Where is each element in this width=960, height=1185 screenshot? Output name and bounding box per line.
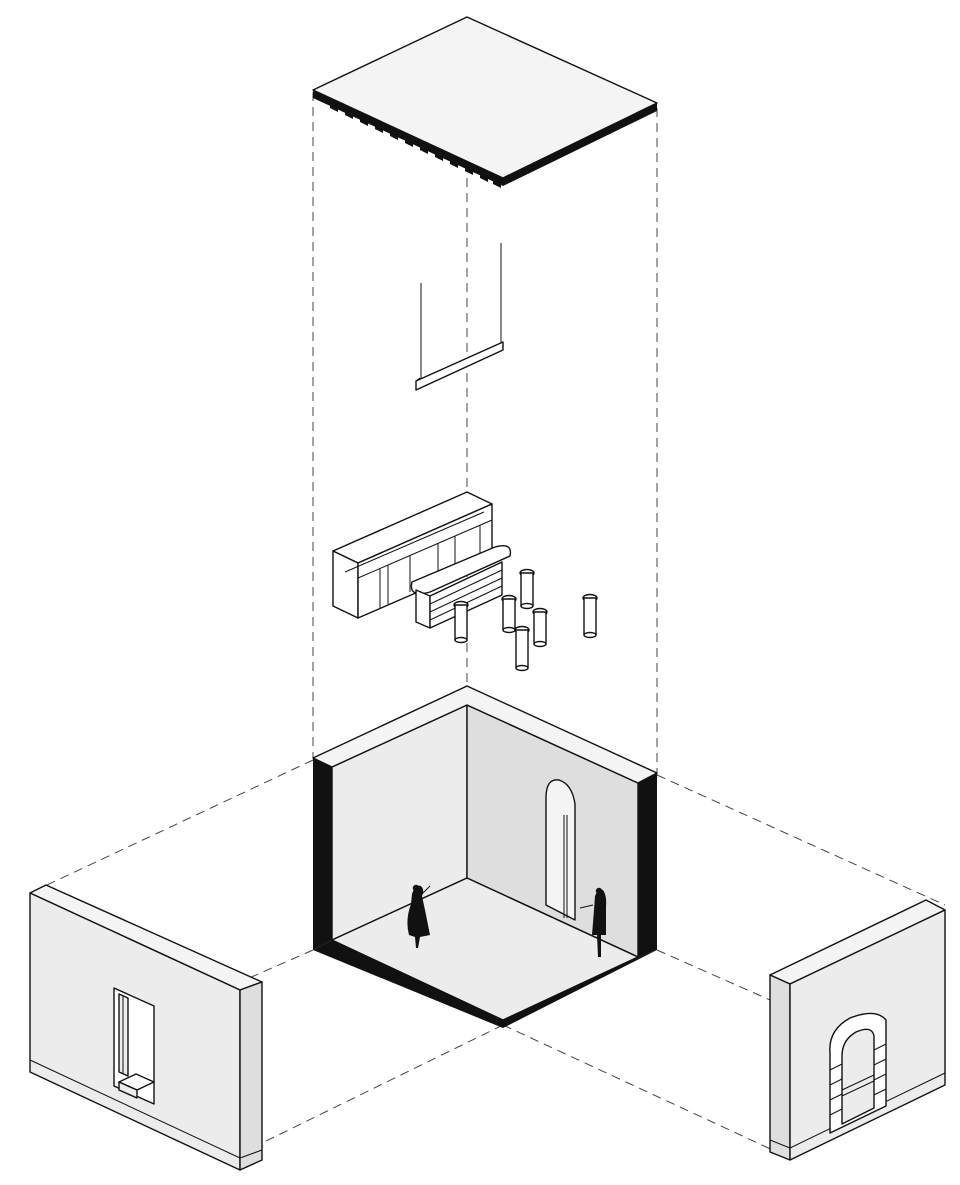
- pendant-light: [415, 243, 504, 391]
- arched-door: [545, 779, 576, 921]
- window: [113, 987, 155, 1105]
- stool: [453, 600, 469, 644]
- right-wall-with-door: [769, 899, 946, 1161]
- door-with-frame: [829, 1012, 887, 1134]
- person-figure: [579, 887, 607, 957]
- left-wall-with-window: [29, 884, 263, 1171]
- ceiling-beams: [330, 100, 501, 188]
- stool: [519, 568, 535, 610]
- bar-stools: [453, 568, 598, 672]
- room-shell: [312, 685, 658, 1028]
- projection-lines: [29, 92, 946, 1159]
- bar-counter: [332, 491, 512, 629]
- stool: [582, 593, 598, 639]
- ceiling-slab: [312, 16, 658, 188]
- stool: [501, 594, 517, 634]
- person-figure: [407, 884, 431, 948]
- stool: [532, 607, 548, 648]
- stool: [514, 625, 530, 672]
